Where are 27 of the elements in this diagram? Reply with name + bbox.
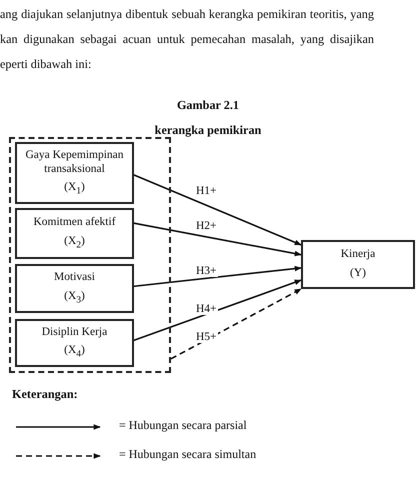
variable-box xyxy=(15,142,134,204)
variable-symbol: (X$_{3}$) xyxy=(64,290,85,306)
variable-symbol: (Y) xyxy=(350,267,366,282)
variable-name: Motivasi xyxy=(54,271,95,286)
figure-title: Gambar 2.1 xyxy=(176,98,240,113)
variable-box xyxy=(15,208,134,259)
variable-box xyxy=(15,319,134,367)
edge-label: H2+ xyxy=(195,220,218,232)
legend-text: = Hubungan secara simultan xyxy=(119,447,256,462)
figure-caption: kerangka pemikiran xyxy=(154,122,262,138)
variable-name: Gaya Kepemimpinan transaksional xyxy=(24,149,125,177)
arrow xyxy=(170,288,302,360)
variable-symbol: (X$_{2}$) xyxy=(64,235,85,252)
variable-symbol: (X$_{1}$) xyxy=(64,181,85,197)
variable-name: Disiplin Kerja xyxy=(42,326,108,340)
legend-heading: Keterangan: xyxy=(12,386,79,402)
variable-symbol: (X$_{4}$) xyxy=(64,344,85,360)
variable-name: Kinerja xyxy=(340,248,376,262)
variable-box xyxy=(301,240,415,289)
edge-label: H3+ xyxy=(195,264,218,277)
variable-box xyxy=(15,264,134,313)
edge-label: H4+ xyxy=(195,303,218,316)
edge-label: H5+ xyxy=(195,330,218,343)
paragraph: ang diajukan selanjutnya dibentuk sebuah kerangka pemikiran teoritis, yang kan digunakan sebagai acuan untuk pemecahan masalah, yang disajikan eperti dibawah ini: xyxy=(0,6,374,73)
legend-text: = Hubungan secara parsial xyxy=(119,418,247,433)
variable-name: Komitmen afektif xyxy=(33,216,116,230)
dashed-group-box xyxy=(9,137,171,373)
